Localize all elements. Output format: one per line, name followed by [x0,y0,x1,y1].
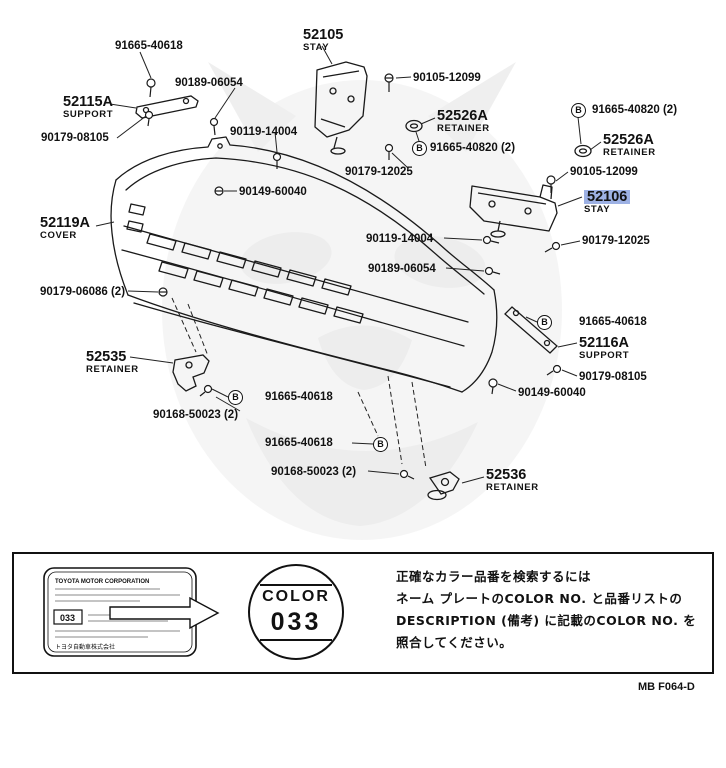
b-marker-icon: B [228,390,243,405]
part-label-90149-60040-left: 90149-60040 [239,186,307,198]
part-label-91665-40618-bottom: 91665-40618 [265,437,333,449]
instruction-line-1: 正確なカラー品番を検索するには [396,569,592,584]
instruction-line-2: ネーム プレートのCOLOR NO. と品番リストの [396,591,683,606]
part-label-90105-12099-right: 90105-12099 [570,166,638,178]
color-code-circle: COLOR 033 [248,564,344,660]
retainer-52535-drawing [172,354,210,392]
part-label-90179-12025-left: 90179-12025 [345,166,413,178]
instruction-line-3: DESCRIPTION (備考) に記載のCOLOR NO. を [396,613,697,628]
color-legend-box: TOYOTA MOTOR CORPORATION 033 トヨタ自動車株式会社 … [12,552,714,674]
part-label-91665-40618-bottomleft: 91665-40618 [265,391,333,403]
dashed-leader-lines [171,297,427,469]
part-label-90179-06086: 90179-06086 (2) [40,286,126,298]
b-marker-icon: B [412,141,427,156]
fastener-glyphs [144,73,562,480]
part-label-90168-50023-left: 90168-50023 (2) [153,409,239,421]
part-label-90119-14004-left: 90119-14004 [230,126,298,138]
instruction-line-4: 照合してください。 [396,635,513,650]
plate-color-code: 033 [60,613,75,623]
plate-title: TOYOTA MOTOR CORPORATION [55,579,149,585]
part-label-90179-08105-left: 90179-08105 [41,132,109,144]
plate-footer: トヨタ自動車株式会社 [55,643,115,651]
support-52115a-drawing [135,95,199,119]
part-label-90149-60040-right: 90149-60040 [518,387,586,399]
stay-52105-drawing [314,61,368,155]
circle-rule-top [260,583,332,586]
part-label-90179-08105-right: 90179-08105 [579,371,647,383]
arrow-icon [109,596,220,630]
part-label-90179-12025-right: 90179-12025 [582,235,650,247]
part-label-90189-06054-right: 90189-06054 [368,263,436,275]
support-52116a-drawing [504,306,558,354]
part-label-90189-06054-left: 90189-06054 [175,77,243,89]
part-label-90105-12099-top: 90105-12099 [413,72,481,84]
color-code: 033 [270,607,322,636]
watermark-graphic [162,62,562,540]
retainer-52536-drawing [427,471,460,501]
circle-rule-bottom [260,638,332,641]
bumper-cover-drawing [110,136,498,393]
part-label-90119-14004-right: 90119-14004 [366,233,434,245]
b-marker-icon: B [571,103,586,118]
color-label: COLOR [262,587,330,605]
b-marker-icon: B [373,437,388,452]
legend-instructions: 正確なカラー品番を検索するには ネーム プレートのCOLOR NO. と品番リス… [396,566,708,654]
part-label-91665-40820-mid: 91665-40820 (2) [430,142,516,154]
retainer-52526a-drawings [405,119,592,158]
part-label-91665-40618-right: 91665-40618 [579,316,647,328]
part-label-91665-40618-top: 91665-40618 [115,40,183,52]
name-plate-illustration: TOYOTA MOTOR CORPORATION 033 トヨタ自動車株式会社 [43,567,220,657]
part-label-91665-40820-right: 91665-40820 (2) [592,104,678,116]
part-label-90168-50023-bottom: 90168-50023 (2) [271,466,357,478]
b-marker-icon: B [537,315,552,330]
leader-lines [95,45,602,484]
document-code: MB F064-D [638,681,695,693]
